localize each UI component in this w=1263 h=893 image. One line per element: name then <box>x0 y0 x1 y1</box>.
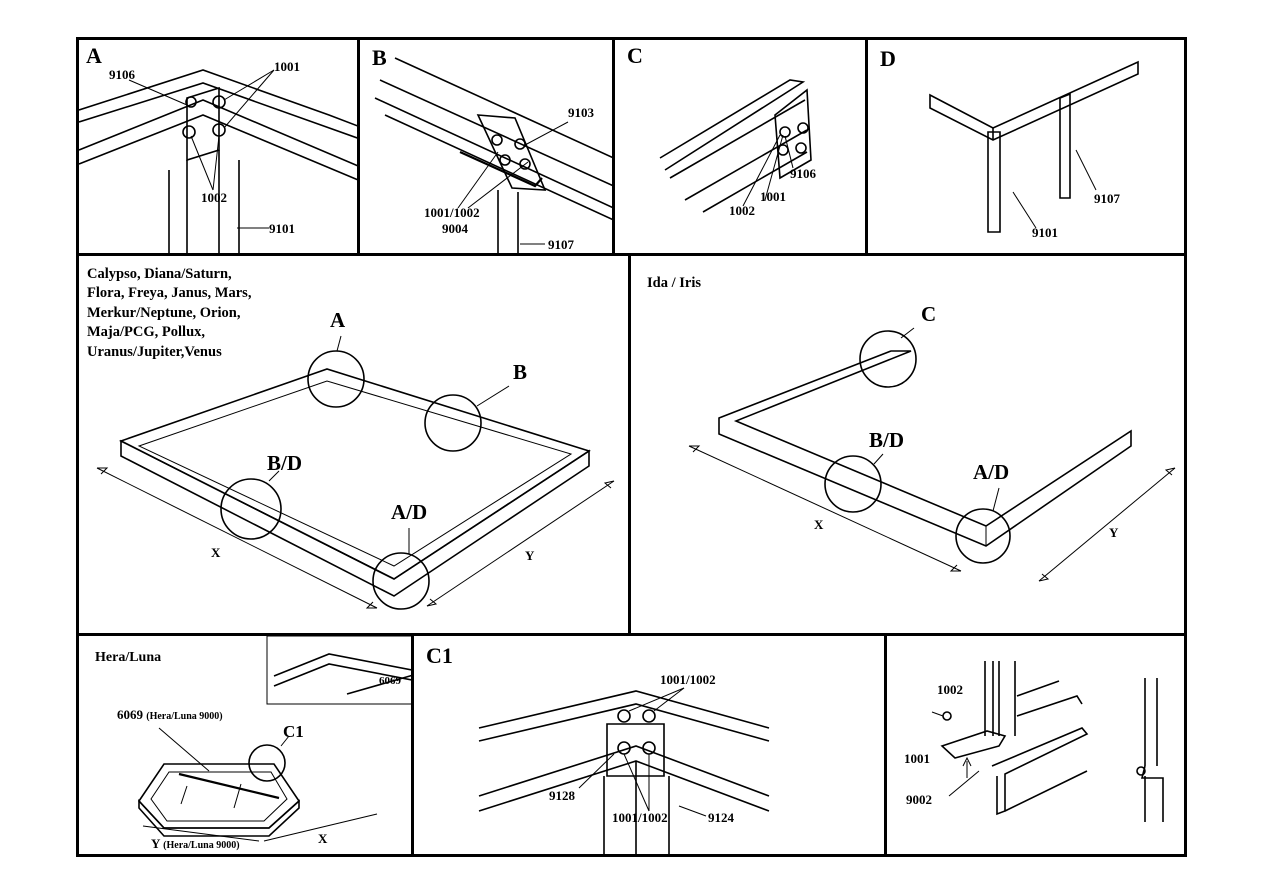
detail-panel-d: D 9101 9107 <box>865 37 1187 256</box>
hex-frame-drawing <box>137 636 411 842</box>
dim-y-letter: Y <box>151 836 160 851</box>
model-line: Calypso, Diana/Saturn, <box>87 266 232 282</box>
panel-letter-a: A <box>86 43 102 68</box>
detail-c1-drawing <box>478 687 770 854</box>
detail-panel-b: B 9103 1001/1002 9004 9107 <box>357 37 615 256</box>
part-9107-label: 9107 <box>1094 191 1120 206</box>
part-6069-note: (Hera/Luna 9000) <box>146 711 223 722</box>
part-9106-label: 9106 <box>790 166 816 181</box>
model-list: Calypso, Diana/Saturn, Flora, Freya, Jan… <box>87 265 251 362</box>
callout-b: B <box>513 360 528 384</box>
dimension-x: X <box>211 545 221 560</box>
callout-bd: B/D <box>869 428 905 452</box>
detail-panel-c: C 9106 1001 1002 <box>612 37 868 256</box>
rectangular-frame-panel: Calypso, Diana/Saturn, Flora, Freya, Jan… <box>76 253 631 636</box>
detail-panel-a: A 9106 1001 1002 9101 <box>76 37 360 256</box>
dimension-y: Y <box>525 548 535 563</box>
part-9101-label: 9101 <box>1032 225 1058 240</box>
detail-b-drawing <box>374 57 612 253</box>
part-1002-label: 1002 <box>937 682 963 697</box>
detail-d-drawing <box>929 60 1139 233</box>
hexagonal-frame-panel: Hera/Luna 6069 (Hera/Luna 9000) C1 Y (He… <box>76 633 414 857</box>
part-9101-label: 9101 <box>269 221 295 236</box>
callout-c1: C1 <box>283 722 304 741</box>
part-9103-label: 9103 <box>568 105 594 120</box>
detail-panel-rail: 1002 1001 9002 <box>884 633 1187 857</box>
part-9002-label: 9002 <box>906 792 932 807</box>
part-9124-label: 9124 <box>708 810 734 825</box>
part-9107-label: 9107 <box>548 237 574 252</box>
part-1001-1002-label: 1001/1002 <box>424 205 480 220</box>
part-1001-label: 1001 <box>904 751 930 766</box>
panel-letter-c: C <box>627 43 643 68</box>
model-line: Uranus/Jupiter,Venus <box>87 343 222 360</box>
callout-bd: B/D <box>267 451 303 475</box>
model-line: Merkur/Neptune, Orion, <box>87 304 241 321</box>
part-1001-label: 1001 <box>760 189 786 204</box>
panel-letter-d: D <box>880 46 896 71</box>
panel-letter-b: B <box>372 45 387 70</box>
detail-a-drawing <box>79 69 357 253</box>
part-1002-label: 1002 <box>729 203 755 218</box>
model-label: Hera/Luna <box>95 650 162 665</box>
callout-c: C <box>921 302 937 326</box>
dimension-x: X <box>318 831 328 846</box>
part-1001-1002-top-label: 1001/1002 <box>660 672 716 687</box>
dimension-y: Y <box>1109 525 1119 540</box>
detail-rail-drawing <box>931 661 1164 822</box>
part-9106-label: 9106 <box>109 67 135 82</box>
part-1001-label: 1001 <box>274 59 300 74</box>
part-9004-label: 9004 <box>442 221 468 236</box>
dimension-x: X <box>814 517 824 532</box>
callout-ad: A/D <box>391 500 428 524</box>
detail-panel-c1: C1 1001/1002 9128 1001/1002 9124 <box>411 633 887 857</box>
callout-ad: A/D <box>973 460 1010 484</box>
rect-frame-drawing <box>96 335 615 610</box>
part-9128-label: 9128 <box>549 788 575 803</box>
inset-box <box>266 636 411 705</box>
callout-a: A <box>330 308 346 332</box>
model-line: Flora, Freya, Janus, Mars, <box>87 285 252 302</box>
model-line: Maja/PCG, Pollux, <box>87 324 206 341</box>
model-label: Ida / Iris <box>647 275 701 291</box>
part-1001-1002-bottom-label: 1001/1002 <box>612 810 668 825</box>
part-6069-label: 6069 (Hera/Luna 9000) <box>117 708 223 722</box>
panel-letter-c1: C1 <box>426 643 453 668</box>
detail-c-drawing <box>659 79 812 213</box>
inset-6069-label: 6069 <box>379 675 401 687</box>
dim-y-note: (Hera/Luna 9000) <box>163 840 240 851</box>
l-frame-drawing <box>688 327 1176 582</box>
l-frame-panel: Ida / Iris C B/D A/D X Y <box>628 253 1187 636</box>
dimension-y: Y (Hera/Luna 9000) <box>151 837 240 851</box>
part-6069: 6069 <box>117 707 143 722</box>
part-1002-label: 1002 <box>201 190 227 205</box>
